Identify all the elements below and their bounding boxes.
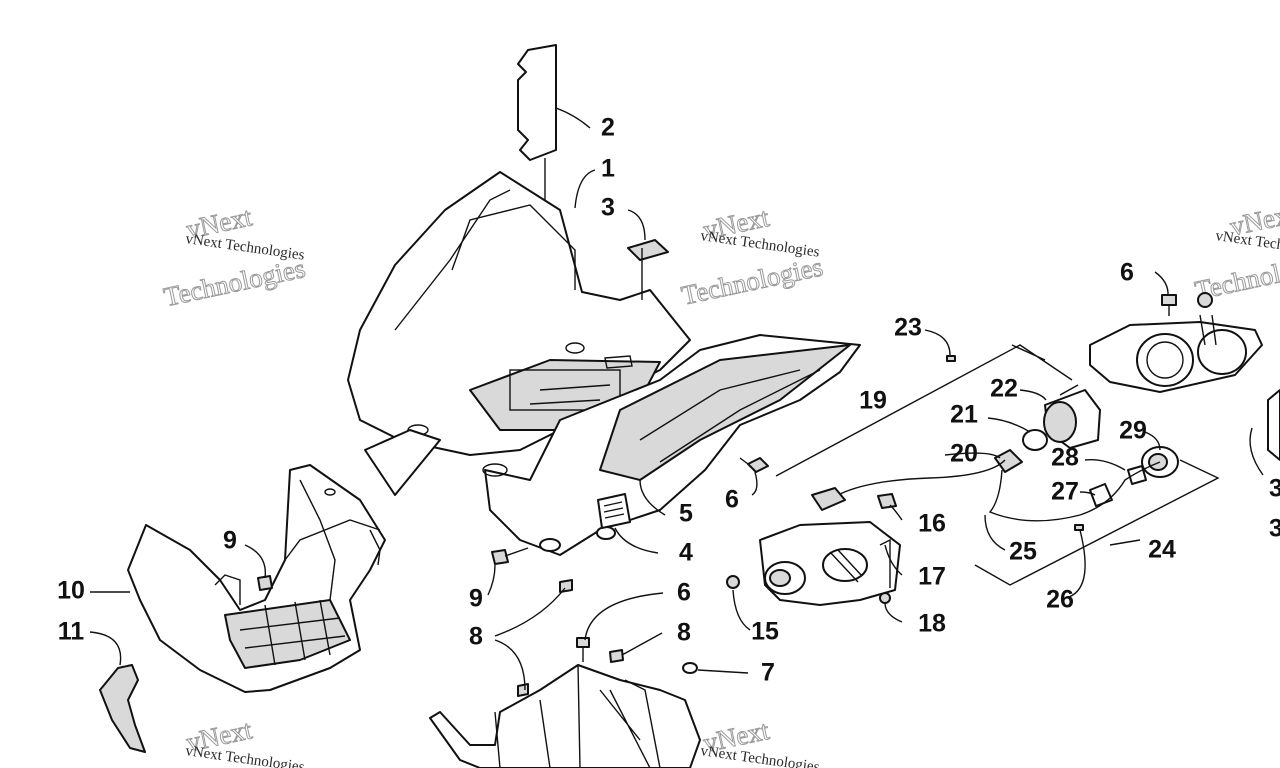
screw-9-middle [491, 547, 529, 565]
callout-9: 9 [469, 585, 483, 613]
washer-7 [682, 662, 698, 674]
footwell-panel-part [127, 464, 386, 693]
headlight-housing-part [759, 521, 901, 606]
callout-3: 3 [601, 194, 615, 222]
screw-23 [946, 355, 956, 362]
front-fender-part [347, 171, 861, 556]
watermark-left: vNext vNext Technologies Technologies [161, 201, 309, 313]
wire-harness-25 [839, 459, 1161, 522]
warning-decal-4-part [597, 493, 631, 529]
callout-8: 8 [677, 619, 691, 647]
watermark-center: vNext vNext Technologies Technologies [678, 201, 826, 311]
connector-plug [811, 487, 846, 511]
warning-decal-3-part [627, 239, 669, 261]
clip-16 [877, 493, 897, 509]
screw-8-c [609, 649, 624, 663]
callouts: 2 1 3 6 23 22 19 21 29 20 28 27 6 5 16 2… [57, 114, 1280, 687]
callout-7: 7 [761, 659, 775, 687]
callout-4: 4 [679, 539, 693, 567]
screw-8-b [517, 683, 529, 697]
decal-sheet-part [517, 44, 557, 161]
callout-19: 19 [859, 387, 887, 415]
screw-26 [1074, 524, 1084, 531]
assembly-bracket-19 [775, 344, 1073, 477]
watermark-bottom-center: vNext vNext Technologies [699, 714, 820, 768]
callout-6: 6 [725, 486, 739, 514]
callout-23: 23 [894, 314, 922, 342]
callout-29: 29 [1119, 417, 1147, 445]
svg-text:Technologies: Technologies [161, 253, 308, 312]
leader-lines [89, 107, 1264, 691]
screw-6-lower [576, 637, 590, 662]
svg-text:Technologies: Technologies [679, 251, 826, 310]
bulb-27 [1089, 483, 1113, 507]
callout-6: 6 [677, 579, 691, 607]
callout-3-edge-upper: 3 [1269, 475, 1280, 503]
bracket-19-tick [1011, 344, 1079, 396]
lower-front-panel-part [429, 664, 701, 768]
watermark-bottom-left: vNext vNext Technologies [183, 714, 305, 768]
nut-15 [726, 575, 740, 589]
callout-15: 15 [751, 618, 779, 646]
right-edge-bracket-part [1267, 389, 1280, 461]
callout-22: 22 [990, 375, 1018, 403]
callout-26: 26 [1046, 586, 1074, 614]
callout-17: 17 [918, 563, 946, 591]
callout-2: 2 [601, 114, 615, 142]
callout-11: 11 [58, 618, 85, 646]
callout-16: 16 [918, 510, 946, 538]
decal-4-text-lines [603, 501, 625, 519]
callout-25: 25 [1009, 538, 1037, 566]
screw-8-a [559, 579, 573, 593]
watermark-right: vNext vNext Technologies Technologies [1192, 198, 1280, 306]
screw-6-middle [739, 457, 769, 473]
assembly-bracket-24 [974, 459, 1220, 586]
callout-10: 10 [57, 577, 85, 605]
right-light-housing-part [1089, 314, 1263, 393]
bulb-21 [1022, 429, 1048, 451]
connector-20 [994, 449, 1023, 473]
callout-20: 20 [950, 440, 978, 468]
callout-5: 5 [679, 500, 693, 528]
callout-27: 27 [1051, 478, 1079, 506]
callout-6: 6 [1120, 259, 1134, 287]
screw-9-left [257, 575, 273, 591]
svg-text:vNext Technologies: vNext Technologies [184, 743, 305, 768]
bulb-socket-22 [1043, 389, 1101, 449]
nut-right-upper [1197, 292, 1213, 308]
callout-3-edge-lower: 3 [1269, 515, 1280, 543]
callout-9: 9 [223, 527, 237, 555]
callout-28: 28 [1051, 444, 1079, 472]
callout-1: 1 [601, 155, 615, 183]
callout-21: 21 [950, 401, 978, 429]
callout-8: 8 [469, 623, 483, 651]
bracket-11-part [99, 664, 146, 753]
callout-24: 24 [1148, 536, 1176, 564]
callout-18: 18 [918, 610, 946, 638]
screw-6-upper [1161, 294, 1177, 316]
